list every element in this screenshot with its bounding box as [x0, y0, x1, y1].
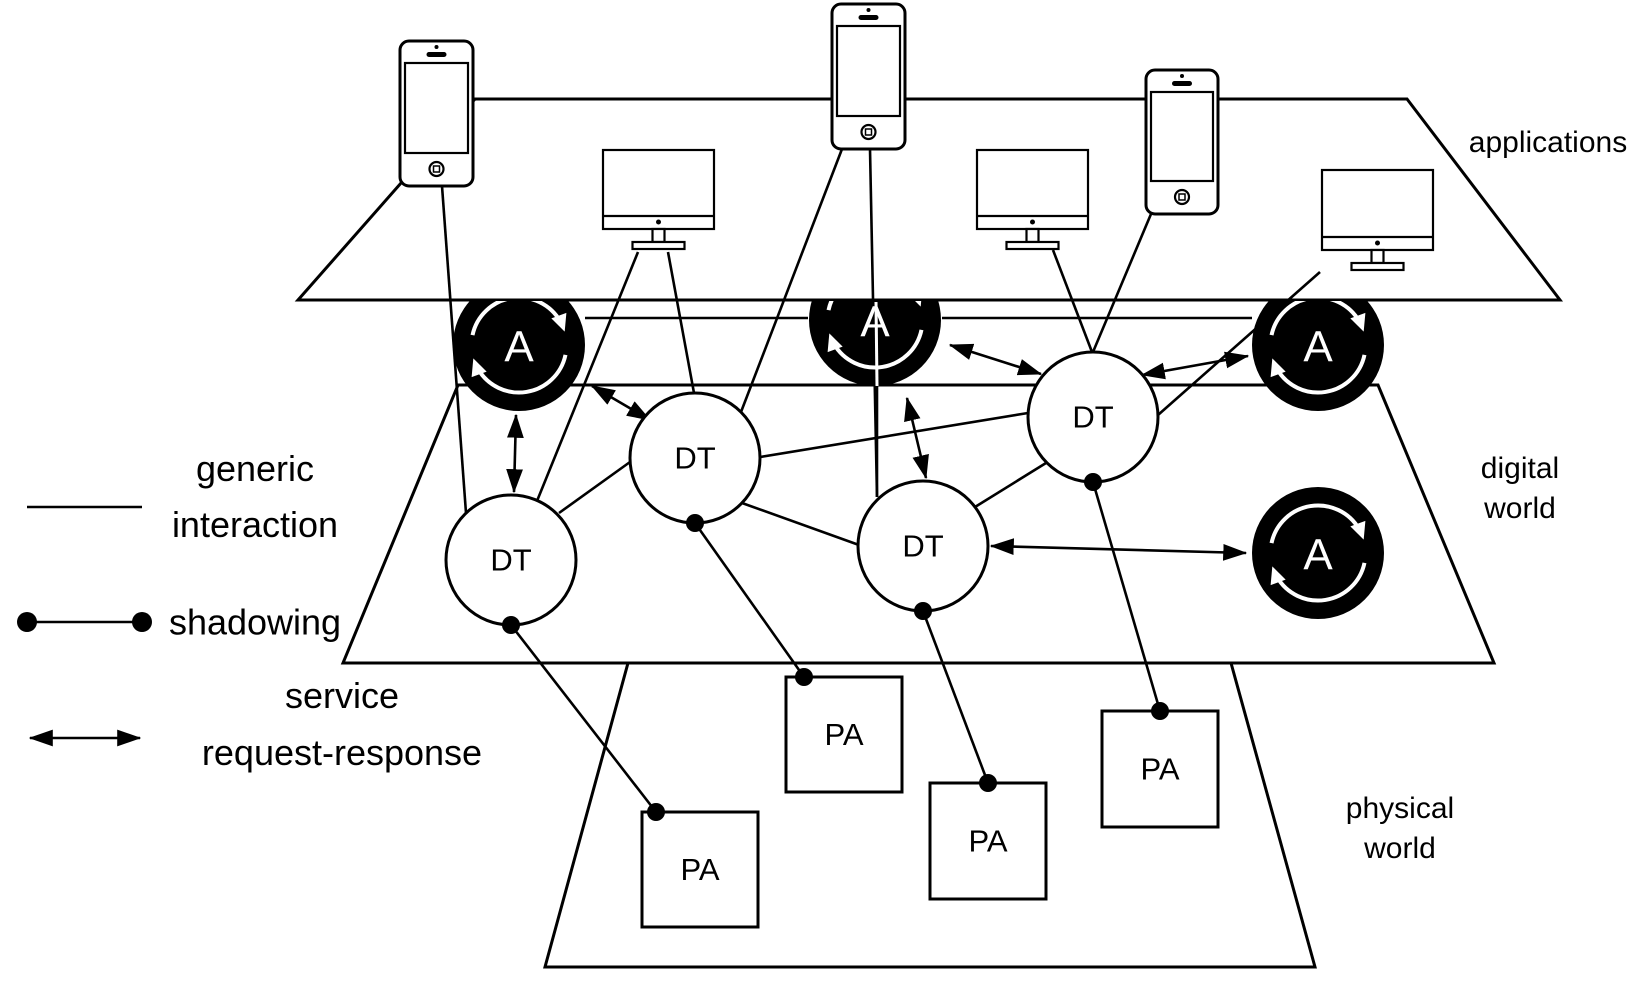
legend: generic interaction shadowing service re…	[17, 448, 482, 773]
generic-interaction-edge-dt-1-dt-2	[558, 460, 631, 515]
monitor-1-desktop-monitor-icon[interactable]	[601, 148, 716, 251]
shadowing-dot-dt-4	[1084, 473, 1102, 491]
monitor-3-desktop-monitor-icon[interactable]	[1320, 168, 1435, 272]
phone-2-smartphone-icon[interactable]	[830, 2, 907, 151]
generic-interaction-edge-monitor-3-dt-4	[1157, 271, 1321, 416]
generic-interaction-edge-dt-2-dt-3	[741, 501, 860, 547]
agent-circle	[1252, 301, 1384, 411]
cycle-arrows-icon	[826, 301, 924, 370]
physical-asset-box	[784, 675, 904, 794]
dt-1-node[interactable]: DT	[444, 493, 578, 627]
digital-twin-label: DT	[674, 441, 715, 476]
physical-world-label-line-2: world	[1363, 832, 1436, 865]
monitor-2-desktop-monitor-icon[interactable]	[975, 148, 1090, 251]
service-request-response-edge-agent-2-dt-4	[948, 343, 1043, 376]
shadowing-dot-dt-3	[914, 602, 932, 620]
pa-1-node[interactable]: PA	[640, 810, 760, 929]
agent-1-node[interactable]: A	[453, 279, 585, 411]
legend-service-label-1: service	[285, 675, 399, 716]
generic-interaction-edge-phone-2-dt-2	[739, 148, 844, 413]
nodes-layer: AAAADTDTDTDTPAPAPAPA	[398, 2, 1435, 929]
phone-3-smartphone-icon[interactable]	[1144, 68, 1220, 216]
phone-2-line-over-agent-2	[874, 301, 879, 387]
service-request-response-edge-agent-1-dt-1	[506, 413, 524, 494]
generic-interaction-edge-dt-2-dt-4	[759, 411, 1029, 459]
shadowing-edge-dt-2-pa-2	[693, 522, 806, 678]
legend-service-label-2: request-response	[202, 732, 482, 773]
service-request-response-edge-dt-3-agent-4	[989, 538, 1248, 561]
pa-2-node[interactable]: PA	[784, 675, 904, 794]
digital-twin-label: DT	[902, 529, 943, 564]
service-request-response-edge-agent-3-dt-4	[1140, 351, 1250, 380]
digital-twin-label: DT	[1072, 400, 1113, 435]
cycle-arrows-icon	[1269, 503, 1367, 603]
generic-interaction-edge-monitor-1-dt-1	[535, 251, 640, 502]
shadowing-edge-dt-3-pa-3	[921, 610, 990, 784]
agent-label: A	[1303, 531, 1333, 580]
generic-interaction-edge-phone-3-dt-4	[1091, 213, 1153, 353]
phone-1-smartphone-icon[interactable]	[398, 39, 475, 188]
shadowing-edge-dt-4-pa-4	[1091, 481, 1162, 712]
physical-world-label-line-1: physical	[1346, 792, 1454, 825]
shadowing-dot-dt-2	[686, 514, 704, 532]
shadowing-edge-dt-1-pa-1	[509, 624, 658, 813]
digital-world-label-line-1: digital	[1481, 452, 1559, 485]
physical-asset-box	[640, 810, 760, 929]
physical-asset-label: PA	[968, 824, 1007, 859]
pa-4-node[interactable]: PA	[1100, 709, 1220, 829]
cycle-arrows-icon	[470, 301, 568, 395]
physical-asset-label: PA	[1140, 752, 1179, 787]
cycle-arrows-icon	[1269, 301, 1367, 395]
legend-shadowing-dot-right	[132, 612, 152, 632]
edges-layer	[506, 316, 1252, 813]
agent-3-node[interactable]: A	[1252, 279, 1384, 411]
shadowing-dot-pa-3	[979, 774, 997, 792]
service-request-response-edge-agent-2-dt-3	[904, 396, 929, 480]
applications-label: applications	[1469, 126, 1627, 159]
generic-interaction-edge-dt-3-dt-4	[974, 461, 1047, 509]
physical-asset-label: PA	[680, 852, 719, 887]
service-request-response-edge-agent-1-dt-2	[590, 384, 652, 422]
legend-shadowing-label: shadowing	[169, 602, 341, 643]
agent-4-node[interactable]: A	[1252, 487, 1384, 619]
agent-label: A	[504, 323, 534, 372]
digital-twin-label: DT	[490, 543, 531, 578]
shadowing-dot-pa-2	[795, 668, 813, 686]
shadowing-dot-pa-4	[1151, 702, 1169, 720]
legend-generic-label-2: interaction	[172, 504, 338, 545]
digital-world-label-line-2: world	[1483, 492, 1556, 525]
dt-3-node[interactable]: DT	[856, 479, 990, 613]
generic-interaction-edge-monitor-2-dt-4	[1051, 249, 1094, 353]
shadowing-dot-pa-1	[647, 803, 665, 821]
agent-label: A	[1303, 323, 1333, 372]
legend-shadowing-dot-left	[17, 612, 37, 632]
agent-circle	[453, 301, 585, 411]
dt-2-node[interactable]: DT	[628, 391, 762, 525]
legend-generic-label-1: generic	[196, 448, 314, 489]
physical-asset-label: PA	[824, 717, 863, 752]
pa-3-node[interactable]: PA	[928, 781, 1048, 901]
generic-interaction-edge-monitor-1-dt-2	[666, 251, 696, 394]
dt-4-node[interactable]: DT	[1026, 350, 1160, 484]
shadowing-dot-dt-1	[502, 616, 520, 634]
